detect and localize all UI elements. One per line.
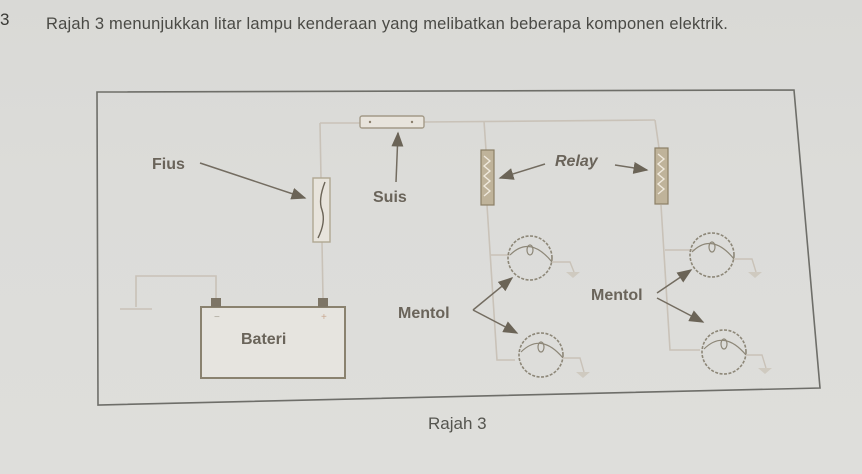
- battery-negative-terminal: −: [214, 312, 220, 323]
- battery-positive-terminal: +: [321, 312, 327, 323]
- label-battery: Bateri: [241, 331, 286, 348]
- bulb-icon: [689, 232, 735, 278]
- wires: [120, 119, 700, 361]
- label-bulb-right: Mentol: [591, 287, 643, 304]
- battery-component: − + Bateri: [200, 298, 346, 379]
- label-fuse: Fius: [152, 156, 185, 173]
- bulb-icon: [701, 329, 747, 375]
- relay-left: [480, 149, 495, 206]
- bulb-icon: [518, 332, 564, 378]
- question-number: 3: [0, 10, 10, 29]
- question-text: Rajah 3 menunjukkan litar lampu kenderaa…: [46, 15, 728, 33]
- fuse-component: [312, 177, 331, 243]
- switch-component: [359, 115, 425, 129]
- bulb-icon: [507, 235, 553, 281]
- label-bulb-left: Mentol: [398, 305, 450, 322]
- figure-frame: [96, 89, 821, 406]
- figure-caption: Rajah 3: [428, 414, 487, 433]
- label-relay: Relay: [555, 153, 599, 170]
- label-switch: Suis: [373, 189, 407, 206]
- relay-right: [654, 147, 669, 205]
